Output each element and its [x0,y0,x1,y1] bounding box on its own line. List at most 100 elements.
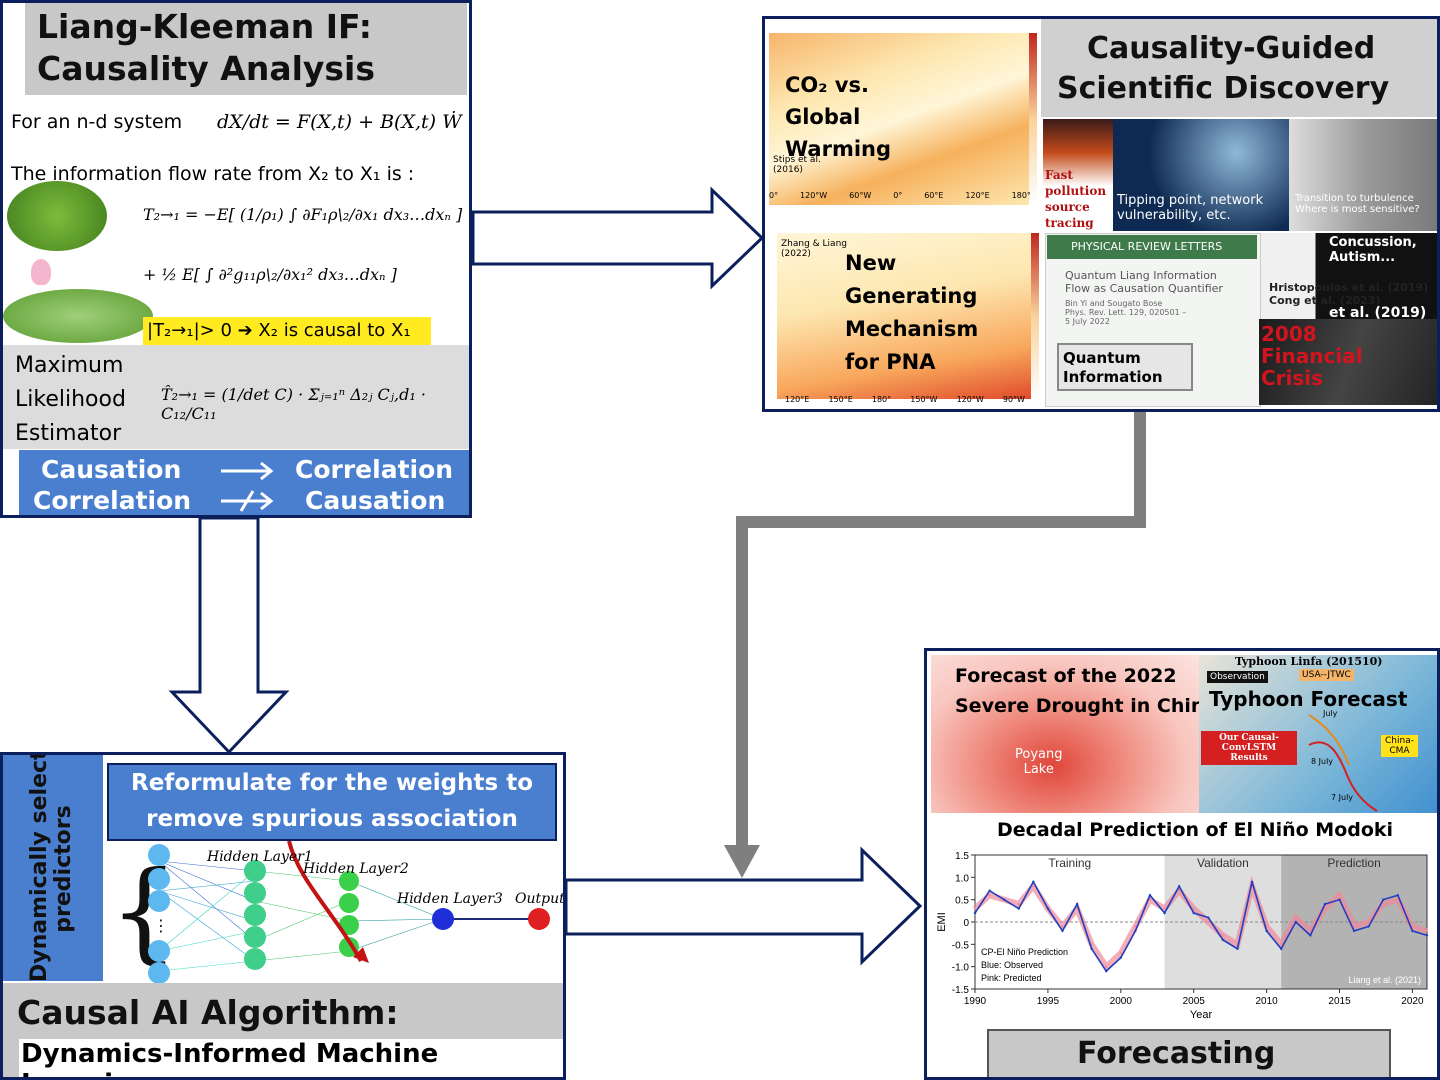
flow-equation-2: + ½ E[ ∫ ∂²g₁₁ρ\₂/∂x₁² dx₃…dxₙ ] [143,265,397,284]
pollution-image [1043,119,1113,231]
zhang-citation: Zhang & Liang (2022) [781,239,847,259]
y-tick-label: -1.0 [952,963,970,974]
arrow-to-discovery [471,186,765,290]
hidden-layer3-node [432,908,454,930]
map2-tick-0: 120°E [785,395,810,404]
series-point-observed [1090,947,1093,950]
series-point-observed [1221,938,1225,942]
drought-label-1: Forecast of the 2022 [955,665,1177,687]
x-tick-label: 2010 [1255,996,1278,1007]
series-point-predicted [1148,898,1152,901]
pna-label-3: Mechanism [845,317,979,341]
series-point-observed [1046,907,1050,910]
hidden-layer1-label: Hidden Layer1 [207,849,313,865]
x-tick-label: 2015 [1328,996,1351,1007]
region-label-training: Training [1048,856,1091,870]
lotus-bud-illustration [31,259,51,285]
map2-tick-3: 150°W [910,395,938,404]
drought-map [931,655,1199,813]
drought-label-2: Severe Drought in China [955,695,1218,717]
region-label-validation: Validation [1197,856,1249,870]
typhoon-title: Typhoon Linfa (201510) [1235,655,1383,668]
series-point-observed [1323,902,1327,906]
reformulate-box: Reformulate for the weights to remove sp… [107,763,557,841]
forecasting-title: Forecasting [1077,1036,1276,1071]
liang-kleeman-panel: Liang-Kleeman IF: Causality Analysis For… [0,0,472,518]
y-tick-label: 0 [963,918,969,929]
series-point-observed [988,889,991,892]
observation-badge: Observation [1207,671,1268,683]
causal-highlight: |T₂→₁|> 0 ➔ X₂ is causal to X₁ [143,317,431,345]
finance-image [1259,319,1437,405]
forecasting-panel: Forecast of the 2022 Severe Drought in C… [924,648,1440,1080]
series-point-predicted [1279,943,1283,946]
date-8-july: 8 July [1311,757,1334,766]
discovery-title-line1: Causality-Guided [1087,31,1376,66]
series-point-predicted [1382,902,1385,906]
series-point-observed [1279,947,1283,950]
correlation-label-right: Correlation [295,455,454,484]
map1-tick-6: 180° [1011,191,1031,200]
legend-line: Blue: Observed [981,960,1043,970]
series-point-observed [1411,929,1414,933]
hidden-layer2-label: Hidden Layer2 [303,861,409,877]
map1-colorbar [1029,33,1037,205]
series-point-observed [1250,880,1254,883]
map1-tick-0: 0° [769,191,779,200]
series-point-observed [1192,911,1195,915]
pna-label-2: Generating [845,284,978,308]
co2-label-1: CO₂ vs. [785,73,869,97]
input-layer-nodes: ⋮ [148,844,170,984]
stips-citation: Stips et al. (2016) [773,155,821,175]
series-point-observed [1294,920,1297,924]
region-label-prediction: Prediction [1327,856,1380,870]
map2-tick-1: 150°E [828,395,853,404]
discovery-title-line2: Scientific Discovery [1057,71,1390,106]
series-point-observed [1177,885,1181,888]
implication-arrows [221,461,274,512]
mle-label-line2: Likelihood [15,387,126,412]
liang-title-line2: Causality Analysis [37,49,376,88]
causation-label: Causation [41,455,182,484]
output-label: Output [515,891,565,907]
series-point-predicted [1134,925,1137,928]
series-point-observed [1425,934,1429,937]
series-point-predicted [1294,916,1297,919]
series-point-observed [1382,898,1385,901]
series-point-predicted [1367,920,1370,924]
ai-subtitle: Dynamics-Informed Machine Learning [19,1039,563,1077]
series-point-observed [1207,916,1210,919]
pollution-label: Fast pollution source tracing [1045,168,1107,230]
chart-credit: Liang et al. (2021) [1348,975,1421,985]
series-point-observed [1396,894,1400,897]
hristopoulos-label: Hristopoulos et al. (2019) Cong et al. (… [1269,281,1429,307]
pna-label-1: New [845,251,897,275]
series-point-observed [1017,907,1020,910]
series-line-observed [974,880,1428,973]
causal-convlstm-badge: Our Causal- ConvLSTM Results [1201,731,1297,765]
map1-tick-4: 60°E [924,191,944,200]
discovery-panel: CO₂ vs. Global Warming Stips et al. (201… [762,16,1440,412]
x-tick-label: 2020 [1401,996,1424,1007]
series-point-predicted [1309,929,1312,933]
usa-badge: USA--JTWC [1299,669,1354,681]
series-point-observed [1236,947,1239,950]
map2-tick-5: 90°W [1002,395,1025,404]
liang-title-bar [25,3,467,95]
series-point-observed [1134,929,1137,933]
series-point-predicted [1207,920,1210,924]
series-point-observed [1105,969,1108,973]
map1-tick-2: 60°W [849,191,872,200]
elnino-title: Decadal Prediction of El Niño Modoki [997,819,1394,841]
china-cma-badge: China- CMA [1381,735,1418,757]
x-tick-label: 1990 [964,996,987,1007]
y-tick-label: 1.0 [955,873,969,884]
series-point-predicted [1192,907,1195,910]
arrow-to-forecasting [564,846,923,966]
discovery-title-bar [1041,19,1437,117]
legend-line: Pink: Predicted [981,973,1042,983]
system-equation: dX/dt = F(X,t) + B(X,t) Ẇ [217,111,462,133]
mle-label-line1: Maximum [15,353,124,378]
side-label-box [3,755,103,981]
